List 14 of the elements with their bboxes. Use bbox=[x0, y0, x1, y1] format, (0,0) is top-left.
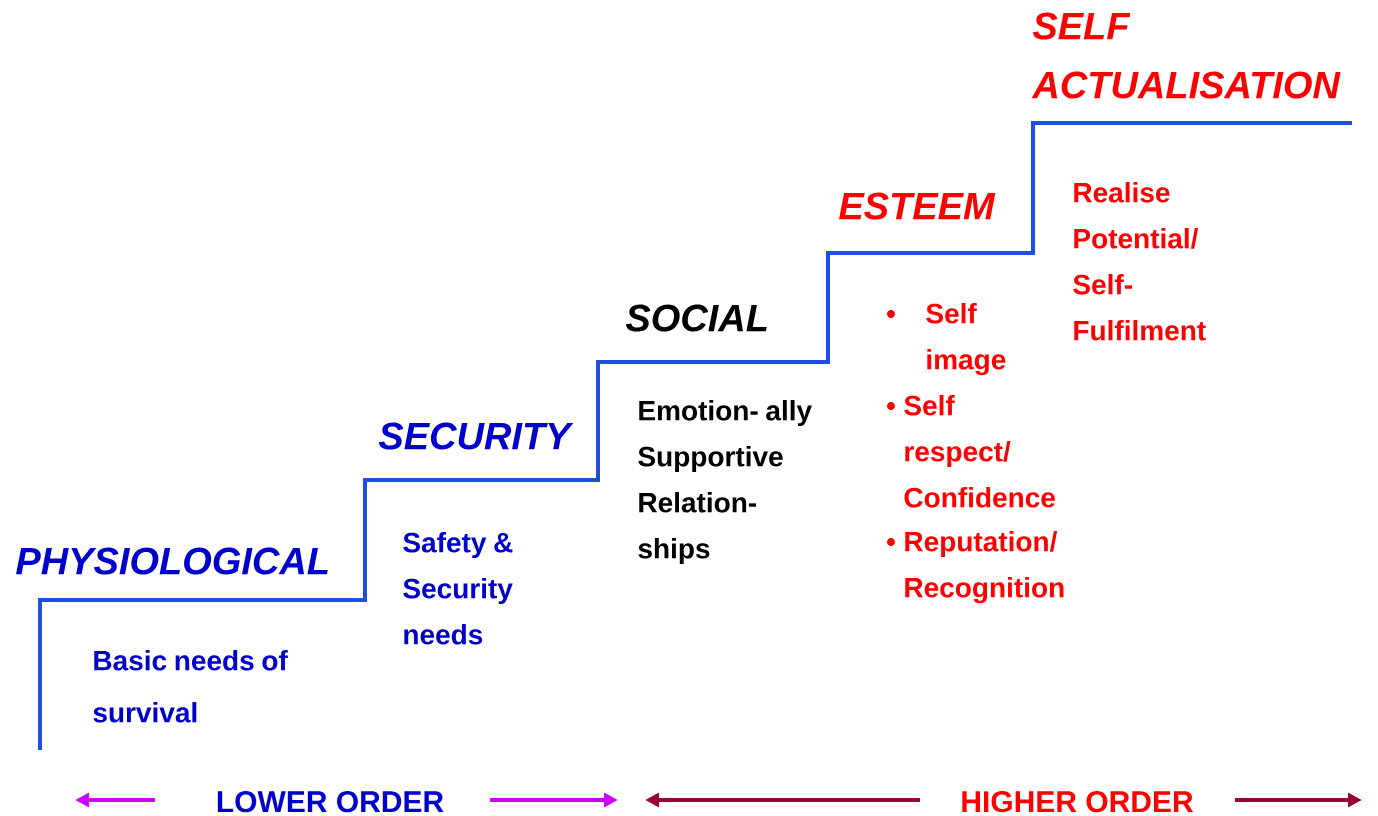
level-heading: ESTEEM bbox=[839, 192, 996, 220]
description-text: Emotion- ally Supportive Relation- ships bbox=[638, 400, 812, 565]
bullet-item: Self respect/ Confidence bbox=[904, 395, 1055, 508]
description-text: Basic needs of survival bbox=[93, 650, 288, 723]
level-heading: SELF ACTUALISATION bbox=[1031, 12, 1341, 99]
range-label: HIGHER ORDER bbox=[962, 791, 1194, 813]
level-heading: SOCIAL bbox=[625, 304, 767, 332]
level-heading: PHYSIOLOGICAL bbox=[16, 547, 328, 575]
range-label: LOWER ORDER bbox=[217, 791, 444, 813]
bullet-item: Self image bbox=[926, 303, 1006, 376]
description-text: Safety & Security needs bbox=[403, 532, 513, 645]
bullet-item: Reputation/ Recognition bbox=[905, 531, 1064, 604]
description-text: Realise Potential/ Self- Fulfilment bbox=[1073, 182, 1206, 341]
level-heading: SECURITY bbox=[378, 422, 574, 450]
